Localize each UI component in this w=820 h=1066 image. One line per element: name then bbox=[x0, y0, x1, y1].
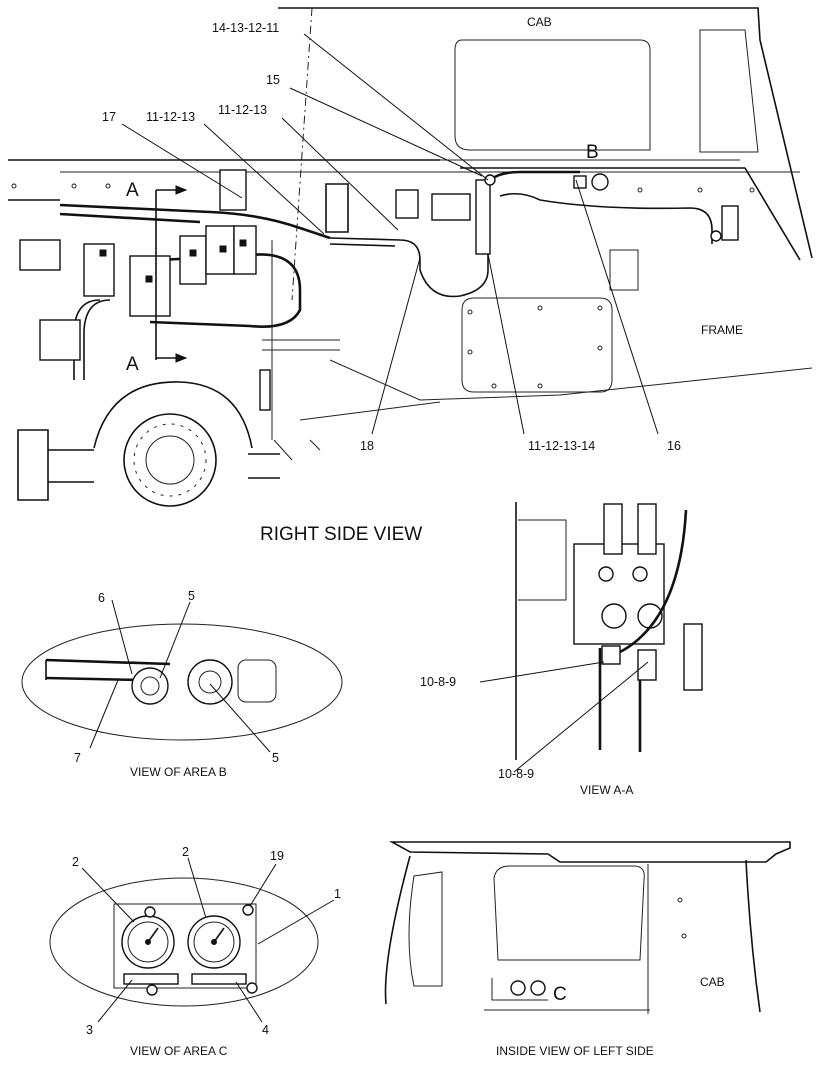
frame-rail bbox=[8, 159, 813, 421]
view-area-b-title: VIEW OF AREA B bbox=[130, 765, 227, 779]
leader-lines-right-side bbox=[121, 33, 659, 435]
area-c-marker: C bbox=[553, 984, 567, 1005]
cab-label-top: CAB bbox=[527, 15, 552, 29]
callout-1: 1 bbox=[334, 887, 341, 901]
callout-4: 4 bbox=[262, 1023, 269, 1037]
callout-10-8-9-a: 10-8-9 bbox=[420, 675, 456, 689]
view-area-c-title: VIEW OF AREA C bbox=[130, 1044, 228, 1058]
pressure-gauge-left bbox=[121, 915, 175, 969]
view-of-area-b: 6 5 7 5 VIEW OF AREA B bbox=[21, 589, 343, 779]
view-a-a-title: VIEW A-A bbox=[580, 783, 633, 797]
callout-15: 15 bbox=[266, 73, 280, 87]
inside-view-left-side: C CAB INSIDE VIEW OF LEFT SIDE bbox=[384, 841, 791, 1058]
callout-5-top: 5 bbox=[188, 589, 195, 603]
callout-10-8-9-b: 10-8-9 bbox=[498, 767, 534, 781]
callout-3: 3 bbox=[86, 1023, 93, 1037]
callout-19: 19 bbox=[270, 849, 284, 863]
inside-view-left-title: INSIDE VIEW OF LEFT SIDE bbox=[496, 1044, 654, 1058]
valve-bank bbox=[19, 169, 257, 361]
callout-2-right: 2 bbox=[182, 845, 189, 859]
area-b-marker: B bbox=[586, 142, 599, 163]
frame-label: FRAME bbox=[701, 323, 743, 337]
callout-11-12-13-a: 11-12-13 bbox=[146, 110, 195, 124]
callout-16: 16 bbox=[667, 439, 681, 453]
callout-14-13-12-11: 14-13-12-11 bbox=[212, 21, 279, 35]
callout-5-bottom: 5 bbox=[272, 751, 279, 765]
callout-11-12-13-b: 11-12-13 bbox=[218, 103, 267, 117]
callout-2-left: 2 bbox=[72, 855, 79, 869]
cab-outline bbox=[278, 7, 813, 301]
cab-mount-components bbox=[325, 173, 739, 255]
section-a-a-cutline bbox=[155, 185, 188, 363]
right-side-view: A A B CAB FRAME RIGHT SIDE VIEW 14-13-12… bbox=[8, 7, 813, 545]
pressure-gauge-right bbox=[187, 915, 241, 969]
view-of-area-c: 2 2 19 1 3 4 VIEW OF AREA C bbox=[49, 845, 341, 1058]
callout-18: 18 bbox=[360, 439, 374, 453]
hose-routing bbox=[59, 170, 713, 380]
view-a-a: 10-8-9 10-8-9 VIEW A-A bbox=[420, 502, 703, 797]
callout-17: 17 bbox=[102, 110, 116, 124]
axle-wheel bbox=[17, 240, 340, 507]
cab-label-bottom: CAB bbox=[700, 975, 725, 989]
callout-11-12-13-14: 11-12-13-14 bbox=[528, 439, 595, 453]
callout-7: 7 bbox=[74, 751, 81, 765]
section-a-top-label: A bbox=[126, 180, 139, 201]
callout-6: 6 bbox=[98, 591, 105, 605]
right-side-view-title: RIGHT SIDE VIEW bbox=[260, 524, 422, 545]
section-a-bottom-label: A bbox=[126, 354, 139, 375]
